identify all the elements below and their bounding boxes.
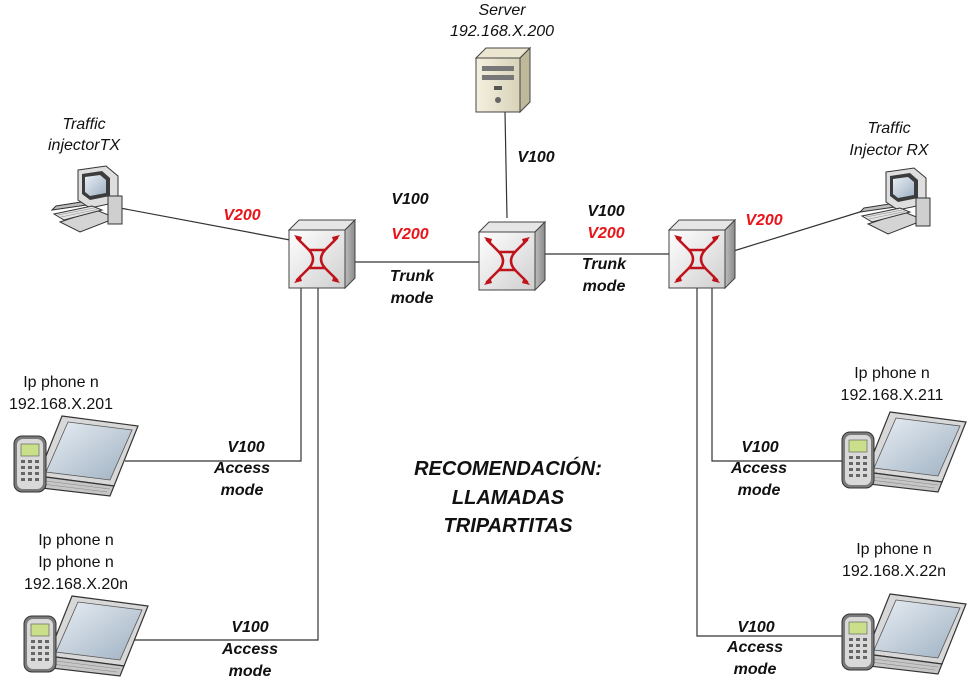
access-right-top-mode-line1: Access: [730, 460, 788, 477]
traffic-tx-label-line2: injectorTX: [47, 137, 121, 154]
trunk-left-mode-line2: mode: [390, 290, 434, 307]
trunk-left-mode-line1: Trunk: [389, 268, 435, 285]
access-left-bottom-mode-line1: Access: [221, 641, 279, 658]
desktop-computer-icon: [859, 167, 931, 235]
server-ip-label: 192.168.X.200: [449, 23, 555, 40]
link-left-switch-phone-bottom: [130, 283, 319, 641]
switch-icon: [477, 220, 547, 292]
ip-phone-laptop-icon: [13, 415, 139, 497]
link-tx-left-switch: [119, 207, 291, 241]
server-name-label: Server: [478, 2, 526, 19]
phone-right-top-ip: 192.168.X.211: [840, 387, 944, 404]
link-right-switch-phone-top: [711, 283, 848, 462]
access-right-bottom-vlan: V100: [737, 619, 775, 636]
trunk-left-vlan-100: V100: [391, 191, 429, 208]
access-left-top-mode-line2: mode: [220, 482, 264, 499]
trunk-left-vlan-200: V200: [391, 226, 429, 243]
recommendation-line3: TRIPARTITAS: [443, 515, 573, 537]
trunk-right-mode-line1: Trunk: [581, 256, 627, 273]
traffic-rx-label-line2: Injector RX: [849, 142, 929, 159]
tx-link-vlan: V200: [223, 207, 261, 224]
trunk-right-vlan-100: V100: [587, 203, 625, 220]
trunk-right-vlan-200: V200: [587, 225, 625, 242]
access-right-top-vlan: V100: [741, 439, 779, 456]
link-right-switch-rx: [726, 206, 877, 254]
access-left-top-mode-line1: Access: [213, 460, 271, 477]
phone-left-top-name: Ip phone n: [23, 374, 99, 391]
recommendation-line2: LLAMADAS: [451, 487, 565, 509]
server-icon: [474, 46, 532, 114]
access-left-bottom-vlan: V100: [231, 619, 269, 636]
phone-left-bottom-ip: 192.168.X.20n: [23, 576, 129, 593]
server-link-vlan: V100: [517, 149, 555, 166]
access-right-top-mode-line2: mode: [737, 482, 781, 499]
access-right-bottom-mode-line1: Access: [726, 639, 784, 656]
ip-phone-laptop-icon: [23, 595, 149, 677]
phone-right-top-name: Ip phone n: [854, 365, 930, 382]
link-left-switch-phone-top: [125, 283, 302, 462]
desktop-computer-icon: [51, 165, 123, 233]
ip-phone-laptop-icon: [841, 411, 967, 493]
phone-right-bottom-ip: 192.168.X.22n: [841, 563, 947, 580]
ip-phone-laptop-icon: [841, 593, 967, 675]
access-left-top-vlan: V100: [227, 439, 265, 456]
phone-left-bottom-name-2: Ip phone n: [38, 554, 114, 571]
phone-left-bottom-name: Ip phone n: [38, 532, 114, 549]
recommendation-title: RECOMENDACIÓN:: [414, 458, 602, 480]
rx-link-vlan: V200: [745, 212, 783, 229]
switch-icon: [287, 218, 357, 290]
link-right-switch-phone-bottom: [696, 283, 848, 637]
traffic-tx-label-line1: Traffic: [62, 116, 106, 133]
phone-right-bottom-name: Ip phone n: [856, 541, 932, 558]
trunk-right-mode-line2: mode: [582, 278, 626, 295]
access-right-bottom-mode-line2: mode: [733, 661, 777, 678]
phone-left-top-ip: 192.168.X.201: [8, 396, 114, 413]
connection-lines: [119, 111, 877, 641]
traffic-rx-label-line1: Traffic: [867, 120, 911, 137]
switch-icon: [667, 218, 737, 290]
access-left-bottom-mode-line2: mode: [228, 663, 272, 680]
link-server-center-switch: [504, 111, 508, 219]
